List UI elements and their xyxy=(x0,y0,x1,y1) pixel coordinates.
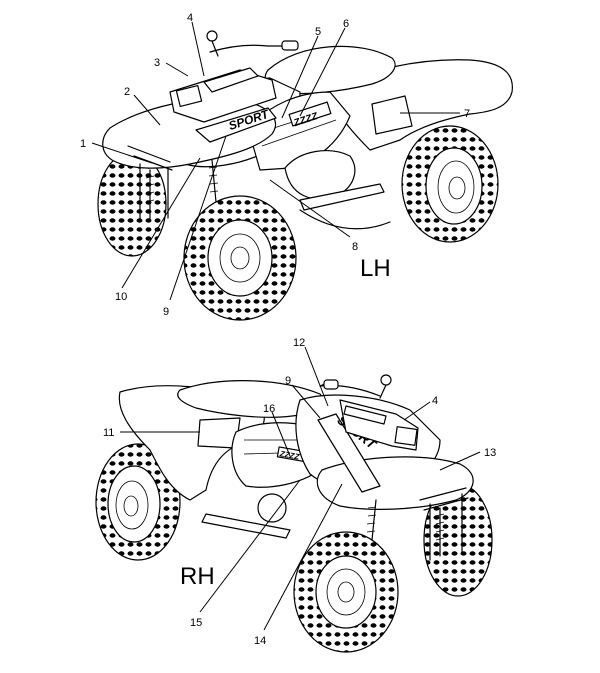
rh-callout-12: 12 xyxy=(293,337,305,349)
lh-callout-8: 8 xyxy=(352,241,358,253)
rh-callout-16: 16 xyxy=(263,403,275,415)
lh-headlight xyxy=(175,84,203,108)
lh-side-label: LH xyxy=(360,255,391,282)
lh-callout-6: 6 xyxy=(343,18,349,30)
rh-headlight xyxy=(394,426,418,446)
rh-rear-wheel xyxy=(95,443,181,561)
rh-decal-4 xyxy=(343,405,387,425)
lh-callout-4: 4 xyxy=(187,12,193,24)
rh-leaders xyxy=(120,346,481,631)
lh-decal-7 xyxy=(371,95,413,135)
lh-headlight-pod xyxy=(169,69,277,123)
rh-footrest xyxy=(201,513,291,539)
rh-callout-9: 9 xyxy=(285,375,291,387)
lh-sport-stripe xyxy=(195,107,277,143)
rh-side-label: RH xyxy=(180,563,215,590)
lh-mirror xyxy=(206,30,218,42)
rh-front-wheel xyxy=(293,531,399,653)
rh-atv-view: ZZZZ SPORT xyxy=(95,374,493,653)
rh-sport-stripe xyxy=(317,413,381,493)
rh-bumper xyxy=(419,487,469,561)
lh-decal-4 xyxy=(203,67,259,93)
rh-callout-13: 13 xyxy=(484,447,496,459)
lh-shocks xyxy=(149,159,217,221)
lh-callout-2: 2 xyxy=(124,86,130,98)
lh-callout-10: 10 xyxy=(115,291,127,303)
rh-front-fender xyxy=(316,456,474,510)
lh-engine xyxy=(284,150,356,200)
rh-callout-11: 11 xyxy=(103,427,114,439)
lh-rear-wheel xyxy=(401,125,499,243)
lh-atv-view: ZZZZ SPORT xyxy=(97,30,513,321)
lh-bumper xyxy=(127,145,173,223)
lh-front-wheel xyxy=(183,195,297,321)
rh-callout-15: 15 xyxy=(190,617,202,629)
rh-callout-14: 14 xyxy=(254,635,266,647)
lh-callout-3: 3 xyxy=(154,57,160,69)
lh-callout-1: 1 xyxy=(80,138,86,150)
rh-mirror xyxy=(380,374,392,386)
lh-callout-7: 7 xyxy=(464,108,470,120)
lh-callout-9: 9 xyxy=(163,306,169,318)
lh-callout-5: 5 xyxy=(315,26,321,38)
lh-leaders xyxy=(91,21,460,301)
rh-shocks xyxy=(371,499,441,557)
lh-footrest xyxy=(299,183,385,211)
rh-engine-cover xyxy=(257,493,287,523)
rh-callout-4: 4 xyxy=(432,395,438,407)
